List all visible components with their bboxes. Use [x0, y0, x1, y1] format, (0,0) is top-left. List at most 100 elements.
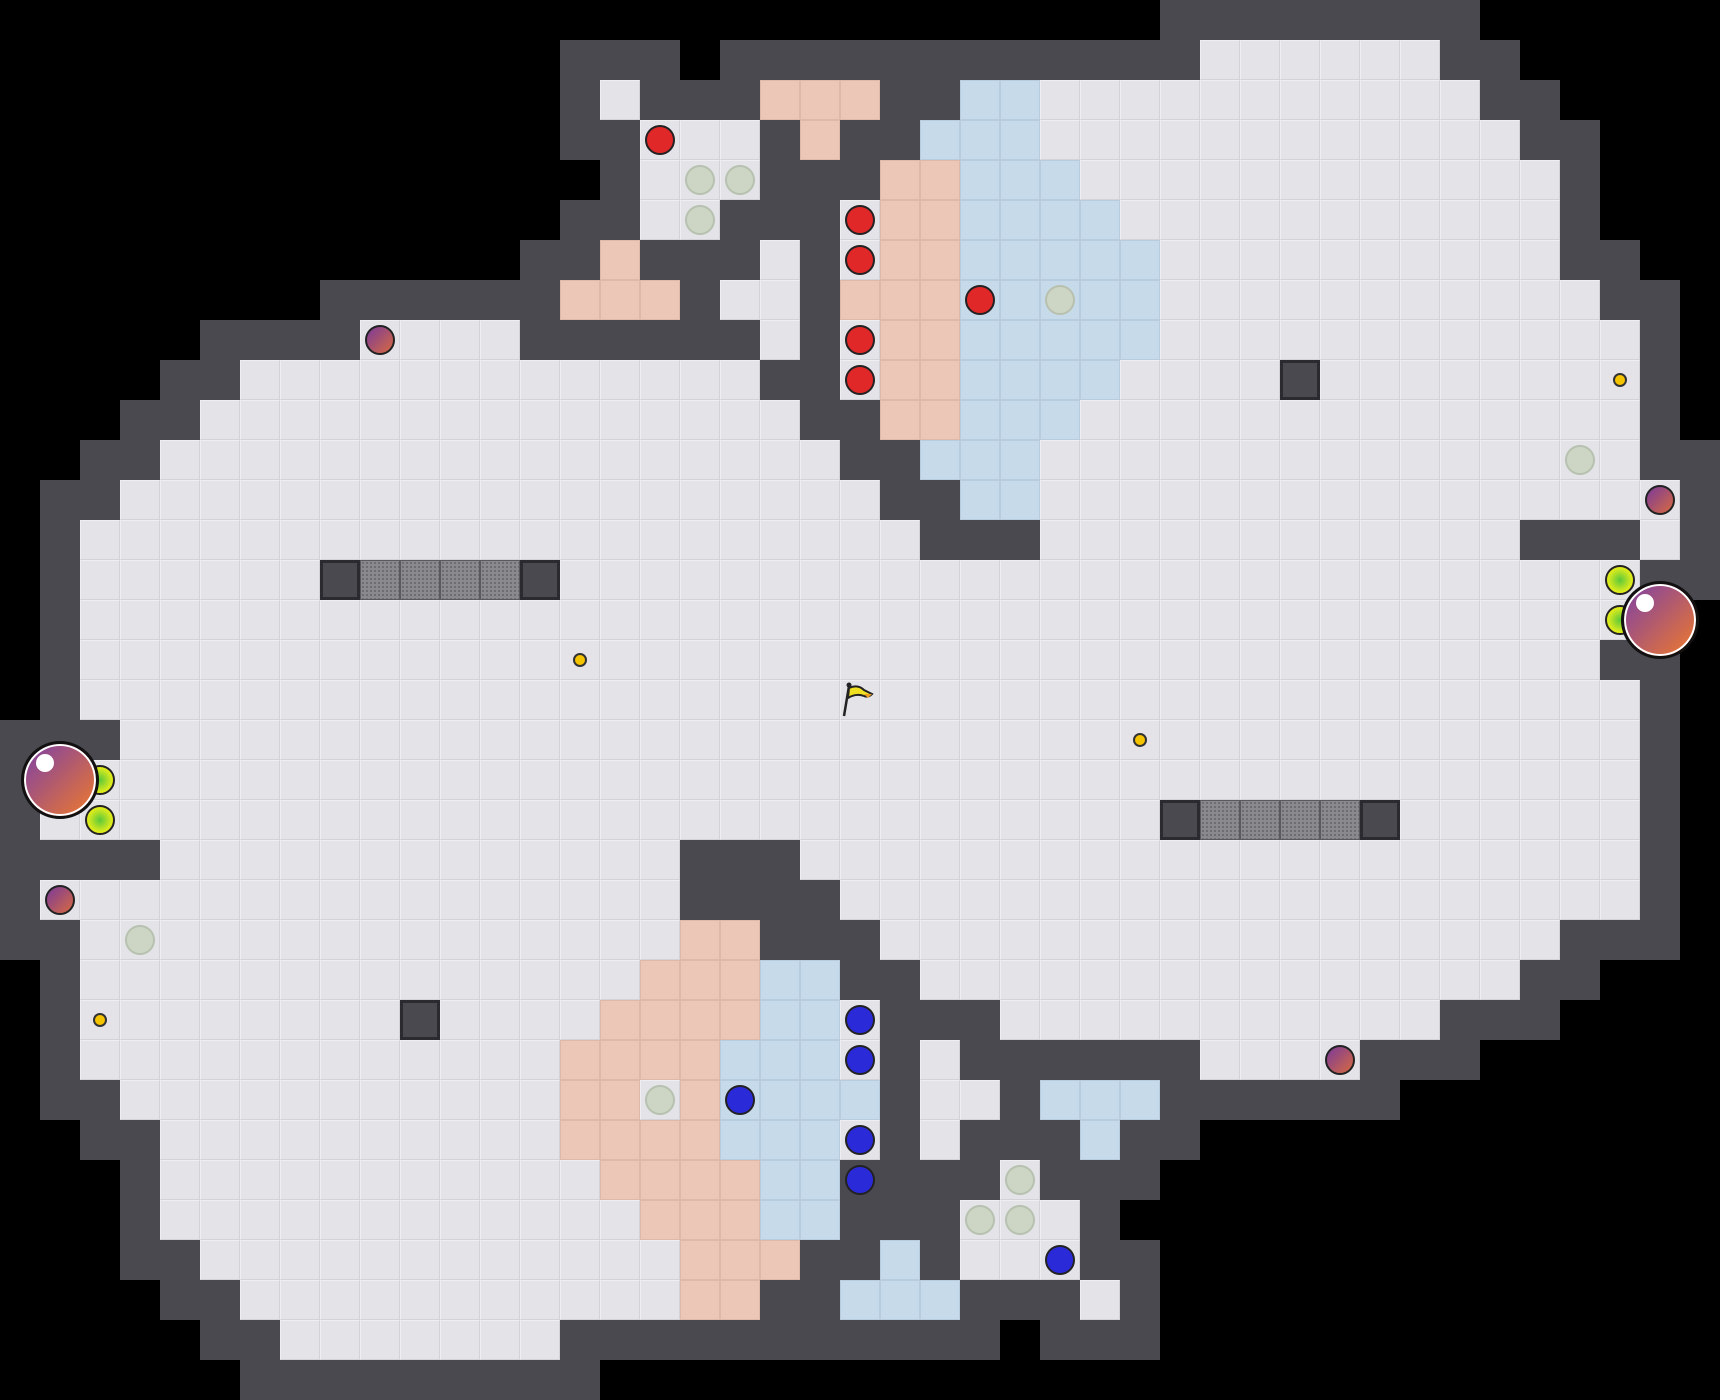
- wall-tile: [320, 1360, 360, 1400]
- floor-tile: [160, 560, 200, 600]
- floor-tile: [520, 1240, 560, 1280]
- floor-tile: [1160, 920, 1200, 960]
- wall-tile: [560, 120, 600, 160]
- floor-tile: [480, 640, 520, 680]
- floor-tile: [440, 1240, 480, 1280]
- floor-tile: [960, 1240, 1000, 1280]
- red-zone-tile: [920, 400, 960, 440]
- blue-zone-tile: [1040, 360, 1080, 400]
- floor-tile: [1280, 760, 1320, 800]
- floor-tile: [1000, 920, 1040, 960]
- floor-tile: [1120, 600, 1160, 640]
- floor-tile: [600, 560, 640, 600]
- floor-tile: [1280, 80, 1320, 120]
- wall-tile: [600, 120, 640, 160]
- floor-tile: [680, 720, 720, 760]
- boost-icon: [1525, 685, 1555, 715]
- floor-tile: [1520, 160, 1560, 200]
- floor-tile: [1280, 880, 1320, 920]
- floor-tile: [600, 1200, 640, 1240]
- blue-zone-tile: [960, 480, 1000, 520]
- floor-tile: [560, 520, 600, 560]
- wall-tile: [1440, 1000, 1480, 1040]
- floor-tile: [1480, 160, 1520, 200]
- wall-tile: [320, 280, 360, 320]
- floor-tile: [1360, 520, 1400, 560]
- floor-tile: [360, 1160, 400, 1200]
- floor-tile: [560, 400, 600, 440]
- floor-tile: [120, 1080, 160, 1120]
- floor-tile: [1080, 480, 1120, 520]
- floor-tile: [920, 720, 960, 760]
- floor-tile: [840, 520, 880, 560]
- floor-tile: [1520, 600, 1560, 640]
- wall-tile: [1640, 360, 1680, 400]
- floor-tile: [1400, 920, 1440, 960]
- floor-tile: [880, 880, 920, 920]
- floor-tile: [1280, 680, 1320, 720]
- wall-tile: [1520, 120, 1560, 160]
- floor-tile: [1400, 240, 1440, 280]
- wall-tile: [1440, 40, 1480, 80]
- floor-tile: [1360, 640, 1400, 680]
- floor-tile: [760, 520, 800, 560]
- floor-tile: [1200, 200, 1240, 240]
- wall-tile: [800, 200, 840, 240]
- floor-tile: [1360, 280, 1400, 320]
- floor-tile: [760, 240, 800, 280]
- floor-tile: [1320, 280, 1360, 320]
- floor-tile: [960, 560, 1000, 600]
- wall-tile: [200, 320, 240, 360]
- floor-tile: [800, 640, 840, 680]
- floor-tile: [640, 600, 680, 640]
- floor-tile: [1240, 920, 1280, 960]
- wall-tile: [840, 160, 880, 200]
- floor-tile: [1440, 240, 1480, 280]
- wall-tile: [400, 1360, 440, 1400]
- wall-tile: [680, 880, 720, 920]
- floor-tile: [1440, 480, 1480, 520]
- wall-tile: [800, 400, 840, 440]
- floor-tile: [1320, 720, 1360, 760]
- floor-tile: [440, 680, 480, 720]
- wall-tile: [1040, 1040, 1080, 1080]
- floor-tile: [1120, 560, 1160, 600]
- floor-tile: [160, 1080, 200, 1120]
- floor-tile: [1320, 760, 1360, 800]
- floor-tile: [1360, 680, 1400, 720]
- floor-tile: [1080, 120, 1120, 160]
- floor-tile: [1360, 440, 1400, 480]
- floor-tile: [200, 1120, 240, 1160]
- wall-tile: [1000, 1080, 1040, 1120]
- bomb-icon: [1645, 485, 1675, 515]
- floor-tile: [1040, 680, 1080, 720]
- floor-tile: [320, 520, 360, 560]
- floor-tile: [160, 680, 200, 720]
- blue-zone-tile: [960, 360, 1000, 400]
- floor-tile: [720, 680, 760, 720]
- floor-tile: [520, 1080, 560, 1120]
- floor-tile: [600, 920, 640, 960]
- red-zone-tile: [600, 280, 640, 320]
- floor-tile: [920, 600, 960, 640]
- floor-tile: [520, 1320, 560, 1360]
- floor-tile: [1320, 960, 1360, 1000]
- floor-tile: [1120, 80, 1160, 120]
- wall-tile: [40, 920, 80, 960]
- floor-tile: [1400, 960, 1440, 1000]
- floor-tile: [1080, 920, 1120, 960]
- floor-tile: [1520, 680, 1560, 720]
- floor-tile: [680, 560, 720, 600]
- floor-tile: [1160, 80, 1200, 120]
- floor-tile: [1400, 440, 1440, 480]
- floor-tile: [240, 840, 280, 880]
- floor-tile: [600, 1280, 640, 1320]
- floor-tile: [760, 280, 800, 320]
- red-zone-tile: [760, 1240, 800, 1280]
- floor-tile: [560, 800, 600, 840]
- floor-tile: [1040, 80, 1080, 120]
- wall-tile: [600, 40, 640, 80]
- floor-tile: [1040, 720, 1080, 760]
- red-zone-tile: [560, 1120, 600, 1160]
- floor-tile: [1080, 640, 1120, 680]
